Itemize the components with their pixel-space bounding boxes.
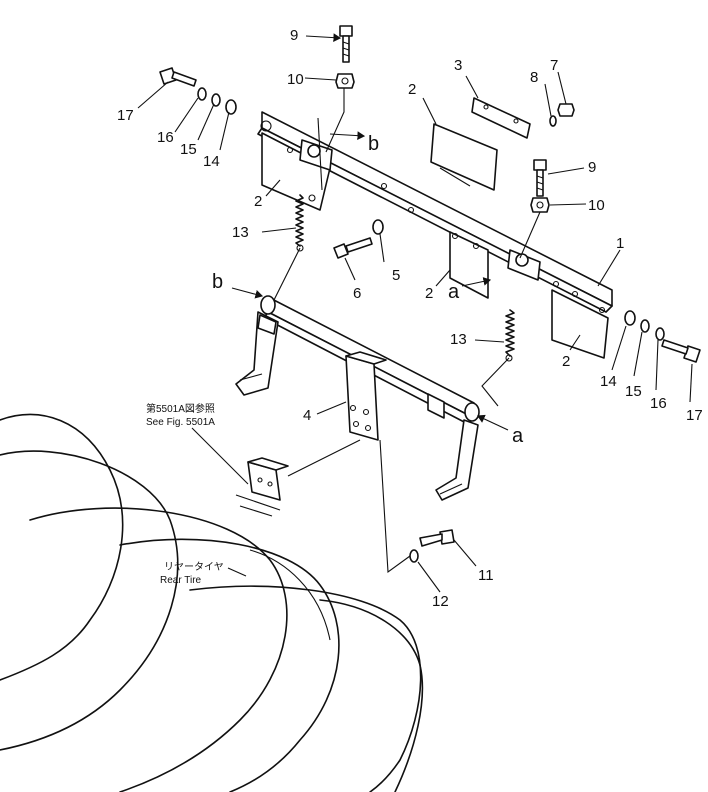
nut-10-right — [530, 197, 550, 213]
spring-right — [505, 309, 515, 362]
callout-16: 16 — [650, 395, 667, 412]
mounting-plate — [345, 351, 387, 441]
callout-9: 9 — [588, 159, 596, 176]
callout-14: 14 — [600, 373, 617, 390]
bolt-9-top — [339, 25, 353, 63]
callout-2: 2 — [254, 193, 262, 210]
rubber-flap-right — [551, 289, 609, 359]
rear-tire — [0, 413, 424, 792]
callout-7: 7 — [550, 57, 558, 74]
callout-6: 6 — [353, 285, 361, 302]
rear-tire-en: Rear Tire — [160, 575, 202, 586]
callout-2: 2 — [408, 81, 416, 98]
callout-17: 17 — [117, 107, 134, 124]
callout-10: 10 — [588, 197, 605, 214]
beam-hinge-right — [507, 249, 541, 281]
nut-10-top — [335, 73, 355, 89]
callout-4: 4 — [303, 407, 311, 424]
ref-a-center: a — [448, 281, 460, 303]
callout-labels: 9 10 17 16 15 14 2 3 8 7 9 10 1 2 13 5 6… — [117, 27, 703, 610]
nut-7-washer-8 — [549, 103, 575, 127]
strip-plate — [471, 97, 531, 139]
callout-5: 5 — [392, 267, 400, 284]
reference-letters: b b a a — [212, 133, 524, 447]
ref-a-right: a — [512, 425, 524, 447]
callout-10: 10 — [287, 71, 304, 88]
washer-5-bolt-6 — [333, 219, 384, 259]
bolt-9-right — [533, 159, 547, 197]
callout-2: 2 — [562, 353, 570, 370]
rear-tire-jp: リヤータイヤ — [164, 561, 224, 573]
callout-14: 14 — [203, 153, 220, 170]
callout-8: 8 — [530, 69, 538, 86]
callout-13: 13 — [450, 331, 467, 348]
callout-9: 9 — [290, 27, 298, 44]
callout-15: 15 — [180, 141, 197, 158]
beam-hinge-left — [299, 117, 333, 191]
bolt-11-washer-12 — [409, 529, 455, 563]
callout-11: 11 — [478, 567, 494, 584]
ref-b-left: b — [212, 271, 223, 293]
callout-13: 13 — [232, 224, 249, 241]
bolt-17-left — [159, 67, 197, 87]
callout-3: 3 — [454, 57, 462, 74]
callout-1: 1 — [616, 235, 624, 252]
tire-side-bracket — [235, 457, 289, 517]
callout-16: 16 — [157, 129, 174, 146]
bolt-17-right — [661, 339, 701, 363]
washers-left — [197, 87, 237, 115]
callout-2: 2 — [425, 285, 433, 302]
leader-lines — [137, 33, 693, 593]
callout-17: 17 — [686, 407, 703, 424]
washers-right — [624, 310, 665, 341]
see-fig-jp: 第5501A図参照 — [146, 402, 215, 415]
callout-15: 15 — [625, 383, 642, 400]
rubber-flap-top — [430, 123, 498, 191]
spring-left — [295, 194, 316, 252]
rubber-flap-center — [449, 231, 489, 299]
ref-b-top: b — [368, 133, 379, 155]
see-fig-en: See Fig. 5501A — [146, 417, 215, 428]
annotations: 第5501A図参照 See Fig. 5501A リヤータイヤ Rear Tir… — [146, 402, 224, 586]
callout-12: 12 — [432, 593, 449, 610]
